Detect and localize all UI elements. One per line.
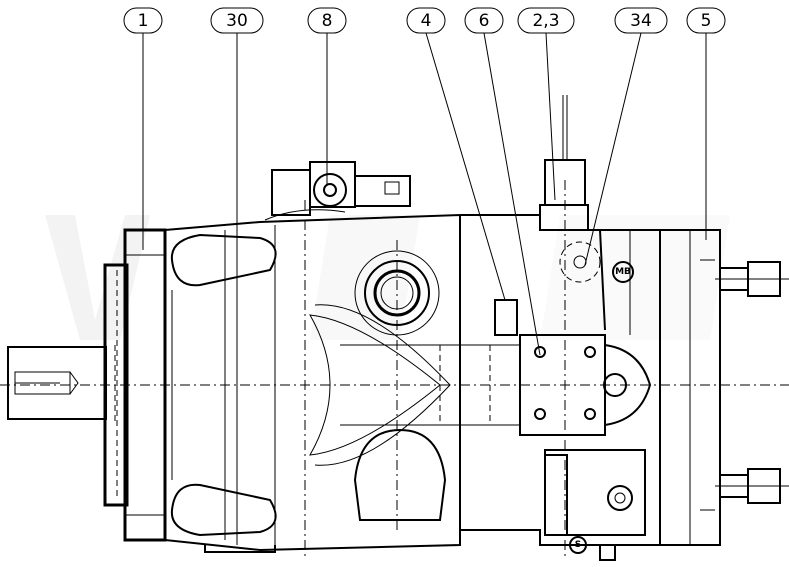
callout-label: 5 — [701, 11, 712, 31]
callout-label: 6 — [479, 11, 490, 31]
callout-label: 30 — [226, 11, 248, 31]
callout-label: 2,3 — [532, 11, 559, 31]
callout-1: 1 — [123, 7, 163, 34]
s-port-marker: S — [569, 536, 587, 554]
callout-8: 8 — [307, 7, 347, 34]
mb-port-marker: MB — [612, 261, 634, 283]
bottom-bracket — [204, 545, 276, 553]
callout-label: 4 — [421, 11, 432, 31]
leader-lines — [142, 32, 707, 545]
callout-label: 8 — [322, 11, 333, 31]
watermark — [45, 215, 730, 340]
callout-5: 5 — [686, 7, 726, 34]
callout-2-3: 2,3 — [517, 7, 575, 34]
callout-34: 34 — [614, 7, 668, 34]
rear-cover — [659, 229, 789, 546]
callout-label: 1 — [138, 11, 149, 31]
bottom-plug — [599, 545, 616, 561]
pump-housing — [164, 213, 520, 552]
callout-label: 34 — [630, 11, 652, 31]
mb-port-label: MB — [615, 267, 631, 277]
solenoid-connector — [264, 161, 411, 221]
callout-4: 4 — [406, 7, 446, 34]
pressure-valve — [539, 95, 589, 231]
callout-6: 6 — [464, 7, 504, 34]
s-port-label: S — [575, 540, 581, 550]
callout-30: 30 — [210, 7, 264, 34]
